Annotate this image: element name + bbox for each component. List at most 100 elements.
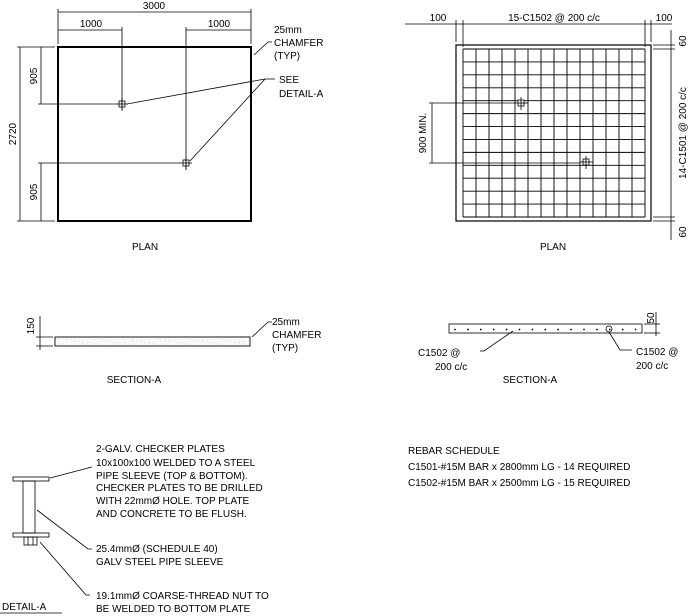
dim-top-cover: 60 — [678, 35, 689, 47]
rebar-callout-circle — [605, 325, 613, 333]
detail-note-line: DETAIL-A — [279, 89, 324, 100]
concrete-speckle — [131, 340, 133, 342]
nut-note-line: 19.1mmØ COARSE-THREAD NUT TO — [96, 591, 269, 602]
concrete-speckle — [128, 343, 130, 345]
dim-top-bars: 15-C1502 @ 200 c/c — [508, 13, 600, 24]
bottom-plate — [12, 532, 50, 538]
pipe-sleeve — [22, 480, 36, 534]
concrete-speckle — [181, 342, 183, 344]
concrete-speckle — [161, 343, 163, 345]
nut — [23, 536, 38, 546]
rebar-dot — [492, 328, 495, 331]
dim-overall-width: 3000 — [143, 1, 166, 12]
rebar-dot — [479, 328, 482, 331]
detail-title: DETAIL-A — [2, 602, 47, 613]
concrete-speckle — [62, 343, 64, 345]
concrete-speckle — [222, 338, 224, 340]
rebar-note-line: 200 c/c — [636, 361, 668, 372]
concrete-speckle — [206, 340, 208, 342]
concrete-hatch — [57, 338, 245, 345]
rebar-grid — [462, 48, 646, 218]
top-plate — [12, 476, 50, 482]
dim-left-offset: 1000 — [80, 19, 103, 30]
dim-bottom-offset: 905 — [29, 183, 40, 200]
dim-thickness: 150 — [26, 317, 37, 334]
view-title: SECTION-A — [107, 375, 162, 386]
detail-a: 2-GALV. CHECKER PLATES 10x100x100 WELDED… — [0, 444, 269, 615]
concrete-speckle — [86, 343, 88, 345]
sleeve-note-line: 25.4mmØ (SCHEDULE 40) — [96, 544, 218, 555]
concrete-speckle — [152, 343, 154, 345]
concrete-speckle — [82, 342, 84, 344]
chamfer-note-line: (TYP) — [274, 51, 300, 62]
section-right: 50 C1502 @ 200 c/c C1502 @ 200 c/c SECTI… — [418, 312, 678, 386]
schedule-row: C1502-#15M BAR x 2500mm LG - 15 REQUIRED — [408, 478, 630, 489]
dim-sleeve-spacing: 900 MIN. — [418, 113, 429, 154]
rebar-dot — [454, 328, 456, 331]
concrete-speckle — [99, 338, 101, 340]
plate-note-line: PIPE SLEEVE (TOP & BOTTOM). — [96, 471, 248, 482]
rebar-dot — [570, 328, 572, 331]
concrete-speckle — [201, 341, 203, 343]
sleeve-icon — [515, 97, 528, 110]
dim-right-cover: 100 — [656, 13, 673, 24]
concrete-speckle — [115, 342, 117, 344]
plan-right: 100 15-C1502 @ 200 c/c 100 60 14-C1501 @… — [405, 13, 689, 253]
concrete-speckle — [123, 338, 125, 340]
dim-side-bars: 14-C1501 @ 200 c/c — [678, 87, 689, 179]
concrete-speckle — [226, 339, 228, 341]
slab-section — [54, 336, 251, 347]
chamfer-note-line: (TYP) — [272, 343, 298, 354]
concrete-speckle — [160, 339, 162, 341]
concrete-speckle — [205, 342, 207, 344]
chamfer-note-line: 25mm — [274, 25, 302, 36]
nut-note-line: BE WELDED TO BOTTOM PLATE — [96, 604, 251, 615]
chamfer-note-line: CHAMFER — [274, 38, 323, 49]
plate-note-line: WITH 22mmØ HOLE. TOP PLATE — [96, 496, 250, 507]
concrete-speckle — [165, 338, 167, 340]
rebar-dot — [608, 328, 611, 331]
concrete-speckle — [173, 340, 175, 342]
concrete-speckle — [107, 340, 109, 342]
concrete-speckle — [90, 338, 92, 340]
section-left: 150 25mm CHAMFER (TYP) SECTION-A — [26, 316, 321, 386]
concrete-speckle — [164, 340, 166, 342]
rebar-dot — [634, 328, 637, 331]
plan-left: 3000 1000 1000 2720 905 905 25mm CHAMFER… — [8, 1, 324, 253]
concrete-speckle — [144, 341, 146, 343]
view-title: SECTION-A — [503, 375, 558, 386]
concrete-speckle — [202, 339, 204, 341]
chamfer-note-line: 25mm — [272, 317, 300, 328]
concrete-speckle — [119, 343, 121, 345]
concrete-speckle — [124, 342, 126, 344]
sleeve-icon — [580, 156, 593, 169]
concrete-speckle — [140, 340, 142, 342]
concrete-speckle — [230, 340, 232, 342]
dim-right-offset: 1000 — [208, 19, 231, 30]
plate-note-line: CHECKER PLATES TO BE DRILLED — [96, 483, 263, 494]
concrete-speckle — [127, 339, 129, 341]
concrete-speckle — [185, 343, 187, 345]
concrete-speckle — [91, 342, 93, 344]
rebar-dot — [583, 328, 585, 331]
concrete-speckle — [168, 341, 170, 343]
detail-note-line: SEE — [279, 75, 299, 86]
concrete-speckle — [111, 341, 113, 343]
rebar-dot — [557, 328, 560, 331]
concrete-speckle — [103, 339, 105, 341]
concrete-speckle — [78, 341, 80, 343]
concrete-speckle — [87, 341, 89, 343]
rebar-dot — [621, 328, 624, 331]
concrete-speckle — [218, 343, 220, 345]
slab-outline — [455, 44, 652, 222]
rebar-dot — [596, 328, 598, 331]
dim-cover: 50 — [646, 312, 657, 324]
rebar-note-line: C1502 @ — [418, 348, 460, 359]
concrete-speckle — [193, 339, 195, 341]
rebar-dot — [518, 328, 521, 331]
plate-note-line: AND CONCRETE TO BE FLUSH. — [96, 509, 247, 520]
rebar-dots — [454, 328, 637, 331]
concrete-speckle — [156, 338, 158, 340]
view-title: PLAN — [132, 242, 158, 253]
